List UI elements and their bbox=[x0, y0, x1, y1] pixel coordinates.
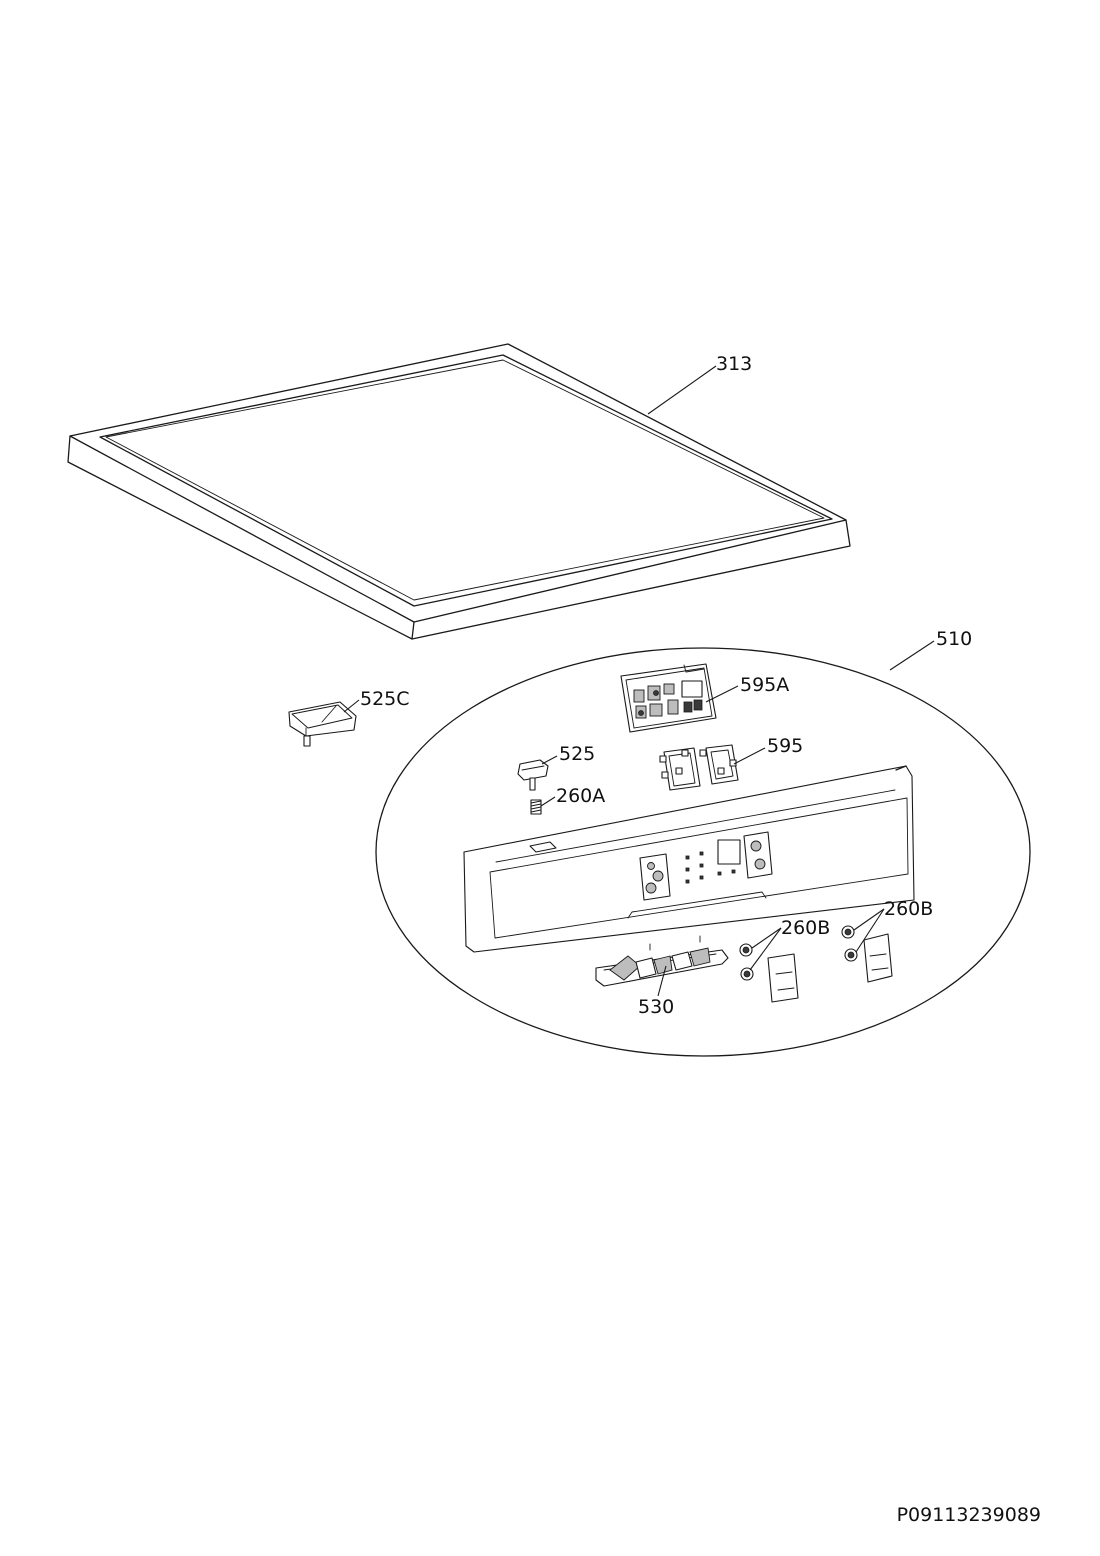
callout-525: 525 bbox=[559, 743, 595, 765]
key-cap-left bbox=[767, 953, 799, 1003]
part-525c-tray bbox=[288, 701, 357, 747]
key-cap-right bbox=[863, 933, 893, 983]
part-510-control-panel bbox=[463, 765, 915, 953]
callout-525c: 525C bbox=[360, 688, 410, 710]
part-260b-rings-2 bbox=[841, 925, 858, 962]
callout-260a: 260A bbox=[556, 785, 605, 807]
part-510-assembly-outline bbox=[375, 647, 1031, 1057]
callout-260b-1: 260B bbox=[781, 917, 830, 939]
part-525-button bbox=[517, 759, 549, 791]
part-595-switch-clips bbox=[659, 744, 739, 791]
part-260b-rings-1 bbox=[739, 943, 754, 981]
callout-labels: 313 510 525C 595A 525 595 260A 260B 260B… bbox=[360, 353, 972, 1018]
part-260a-spring bbox=[530, 799, 542, 815]
callout-595a: 595A bbox=[740, 674, 789, 696]
callout-595: 595 bbox=[767, 735, 803, 757]
part-313-top-panel bbox=[67, 343, 851, 640]
document-code: P09113239089 bbox=[897, 1504, 1041, 1526]
part-595a-control-module bbox=[620, 663, 717, 733]
callout-530: 530 bbox=[638, 996, 674, 1018]
part-530-key-bar bbox=[595, 935, 729, 987]
callout-510: 510 bbox=[936, 628, 972, 650]
callout-313: 313 bbox=[716, 353, 752, 375]
leader-lines bbox=[343, 365, 935, 997]
callout-260b-2: 260B bbox=[884, 898, 933, 920]
